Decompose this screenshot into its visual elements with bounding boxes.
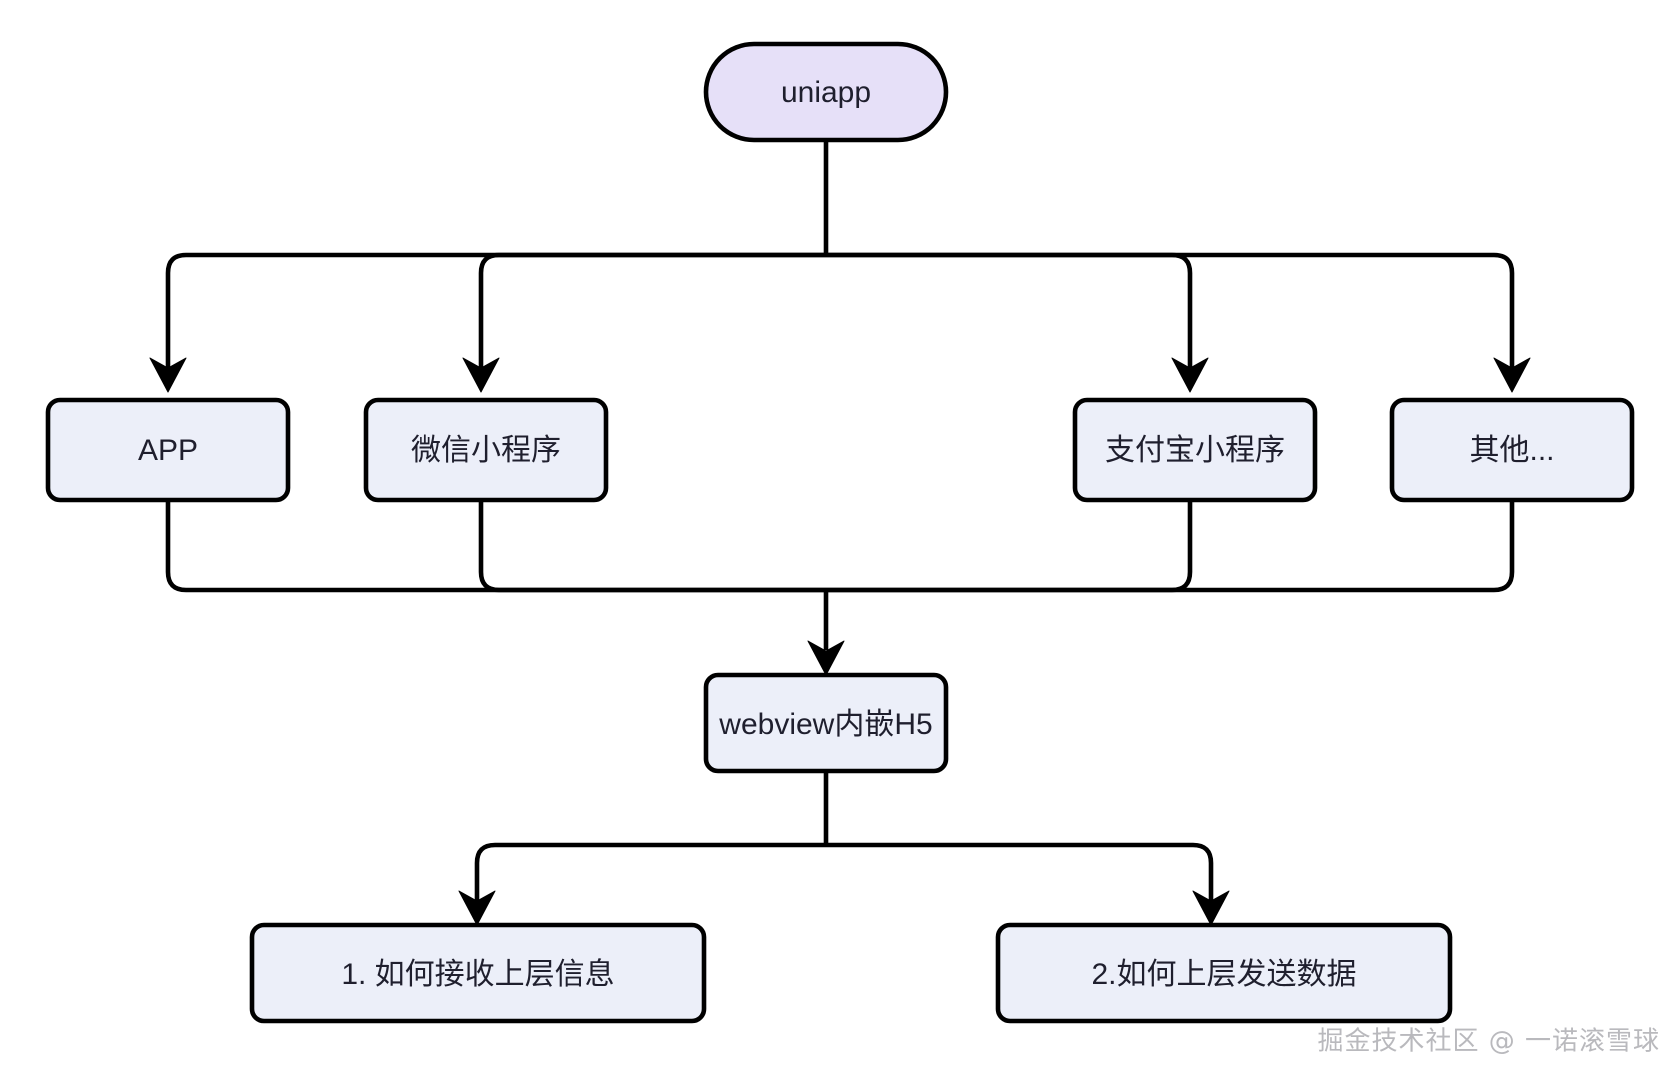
node-webview-h5[interactable]: webview内嵌H5 bbox=[703, 672, 949, 774]
node-uniapp-shape[interactable] bbox=[703, 41, 949, 143]
edge-uniapp-to-alipay bbox=[826, 252, 1193, 370]
edge-webview-to-send bbox=[826, 842, 1214, 905]
node-others-label: 其他... bbox=[1469, 434, 1554, 467]
node-wechat-miniprogram-label: 微信小程序 bbox=[411, 434, 561, 467]
edge-webview-to-receive bbox=[474, 842, 826, 905]
arrowhead-to-others bbox=[1493, 357, 1531, 393]
edge-alipay-to-webview bbox=[826, 500, 1193, 593]
node-send-upper-data-shape[interactable] bbox=[995, 922, 1453, 1024]
node-alipay-miniprogram[interactable]: 支付宝小程序 bbox=[1072, 397, 1318, 503]
node-others[interactable]: 其他... bbox=[1389, 397, 1635, 503]
node-send-upper-data[interactable]: 2.如何上层发送数据 bbox=[995, 922, 1453, 1024]
node-app-label: APP bbox=[138, 434, 198, 467]
edge-app-to-webview bbox=[165, 500, 826, 593]
node-receive-upper-message[interactable]: 1. 如何接收上层信息 bbox=[249, 922, 707, 1024]
node-uniapp-label: uniapp bbox=[781, 76, 871, 109]
node-receive-upper-message-label: 1. 如何接收上层信息 bbox=[341, 958, 614, 991]
node-receive-upper-message-shape[interactable] bbox=[249, 922, 707, 1024]
edge-uniapp-to-app bbox=[165, 252, 826, 370]
edge-wechat-to-webview bbox=[478, 500, 826, 593]
node-app-shape[interactable] bbox=[45, 397, 291, 503]
arrowhead-to-receive bbox=[458, 890, 496, 926]
node-webview-h5-label: webview内嵌H5 bbox=[718, 708, 932, 741]
node-alipay-miniprogram-shape[interactable] bbox=[1072, 397, 1318, 503]
edge-uniapp-to-wechat bbox=[478, 252, 826, 370]
arrowhead-to-app bbox=[149, 357, 187, 393]
edge-uniapp-to-others bbox=[826, 252, 1515, 370]
edge-group-platforms-to-webview bbox=[165, 500, 1515, 676]
node-send-upper-data-label: 2.如何上层发送数据 bbox=[1091, 958, 1356, 991]
arrowhead-to-alipay bbox=[1171, 357, 1209, 393]
edge-group-uniapp-to-platforms bbox=[149, 140, 1531, 393]
arrowhead-to-wechat bbox=[462, 357, 500, 393]
edge-others-to-webview bbox=[826, 500, 1515, 593]
node-wechat-miniprogram-shape[interactable] bbox=[363, 397, 609, 503]
watermark-label: 掘金技术社区 @ 一诺滚雪球 bbox=[1317, 1027, 1660, 1057]
arrowhead-to-webview bbox=[807, 640, 845, 676]
node-others-shape[interactable] bbox=[1389, 397, 1635, 503]
node-uniapp[interactable]: uniapp bbox=[703, 41, 949, 143]
node-app[interactable]: APP bbox=[45, 397, 291, 503]
node-alipay-miniprogram-label: 支付宝小程序 bbox=[1105, 434, 1285, 467]
arrowhead-to-send bbox=[1192, 890, 1230, 926]
node-wechat-miniprogram[interactable]: 微信小程序 bbox=[363, 397, 609, 503]
node-webview-h5-shape[interactable] bbox=[703, 672, 949, 774]
edge-group-webview-to-questions bbox=[458, 770, 1230, 926]
